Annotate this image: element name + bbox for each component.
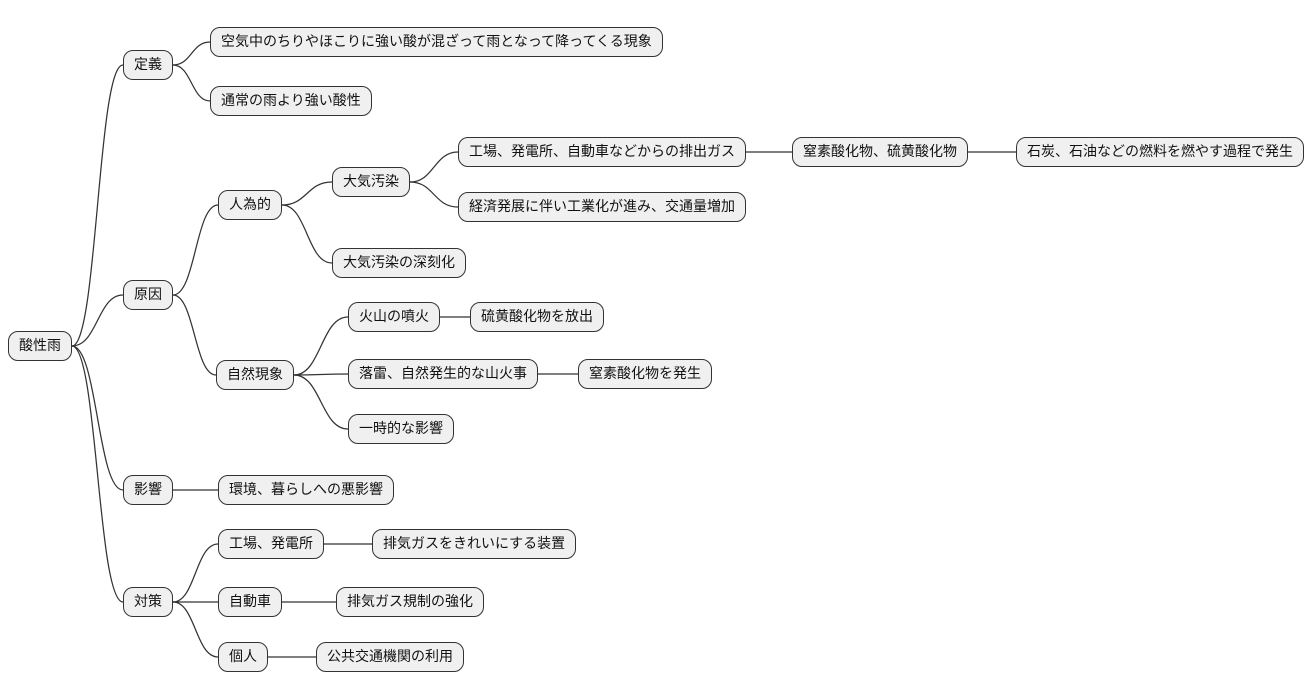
mindmap-node-industrialization[interactable]: 経済発展に伴い工業化が進み、交通量増加 [458, 192, 746, 222]
mindmap-node-public-transport[interactable]: 公共交通機関の利用 [316, 642, 464, 672]
connector-natural-phenomena-to-lightning-wildfire [293, 373, 349, 376]
mindmap-node-lightning-wildfire[interactable]: 落雷、自然発生的な山火事 [348, 359, 538, 389]
mindmap-node-man-made[interactable]: 人為的 [218, 190, 282, 220]
connector-acid-rain-to-definition [71, 64, 124, 347]
mindmap-node-definition[interactable]: 定義 [123, 50, 173, 80]
connector-natural-phenomena-to-temporary-effect [293, 374, 349, 430]
mindmap-node-effects[interactable]: 影響 [123, 475, 173, 505]
connector-definition-to-definition-acidity [172, 64, 211, 102]
mindmap-node-definition-phenomenon[interactable]: 空気中のちりやほこりに強い酸が混ざって雨となって降ってくる現象 [210, 27, 663, 57]
connector-natural-phenomena-to-volcanic-eruption [293, 316, 349, 376]
connector-man-made-to-pollution-worsening [281, 204, 333, 264]
mindmap-node-definition-acidity[interactable]: 通常の雨より強い酸性 [210, 86, 372, 116]
mindmap-node-cleaning-device[interactable]: 排気ガスをきれいにする装置 [372, 529, 577, 559]
mindmap-node-sulfur-release[interactable]: 硫黄酸化物を放出 [470, 302, 604, 332]
mindmap-node-emission-regulation[interactable]: 排気ガス規制の強化 [336, 587, 484, 617]
connector-definition-to-definition-phenomenon [172, 41, 211, 66]
mindmap-node-countermeasures[interactable]: 対策 [123, 587, 173, 617]
mindmap-node-natural-phenomena[interactable]: 自然現象 [216, 360, 294, 390]
connector-causes-to-man-made [172, 204, 219, 296]
connector-air-pollution-to-industrialization [409, 181, 459, 208]
mindmap-node-automobiles[interactable]: 自動車 [218, 587, 282, 617]
connector-causes-to-natural-phenomena [172, 294, 217, 376]
connector-man-made-to-air-pollution [281, 181, 333, 206]
mindmap-node-factories-plants[interactable]: 工場、発電所 [218, 529, 324, 559]
connector-acid-rain-to-effects [71, 345, 124, 491]
mindmap-node-fuel-burning[interactable]: 石炭、石油などの燃料を燃やす過程で発生 [1016, 137, 1304, 167]
connector-acid-rain-to-countermeasures [71, 345, 124, 603]
mindmap-node-emission-gases[interactable]: 工場、発電所、自動車などからの排出ガス [458, 137, 746, 167]
mindmap-node-volcanic-eruption[interactable]: 火山の噴火 [348, 302, 440, 332]
mindmap-node-individuals[interactable]: 個人 [218, 642, 268, 672]
connector-countermeasures-to-factories-plants [172, 543, 219, 603]
mindmap-node-environment-impact[interactable]: 環境、暮らしへの悪影響 [218, 475, 394, 505]
mindmap-node-acid-rain[interactable]: 酸性雨 [8, 331, 72, 361]
mindmap-node-oxides[interactable]: 窒素酸化物、硫黄酸化物 [792, 137, 968, 167]
connector-acid-rain-to-causes [71, 294, 124, 347]
mindmap-node-temporary-effect[interactable]: 一時的な影響 [348, 414, 454, 444]
mindmap-node-nitrogen-generation[interactable]: 窒素酸化物を発生 [578, 359, 712, 389]
mindmap-node-air-pollution[interactable]: 大気汚染 [332, 167, 410, 197]
connector-countermeasures-to-individuals [172, 601, 219, 658]
mindmap-node-causes[interactable]: 原因 [123, 280, 173, 310]
connector-air-pollution-to-emission-gases [409, 151, 459, 183]
mindmap-node-pollution-worsening[interactable]: 大気汚染の深刻化 [332, 248, 466, 278]
